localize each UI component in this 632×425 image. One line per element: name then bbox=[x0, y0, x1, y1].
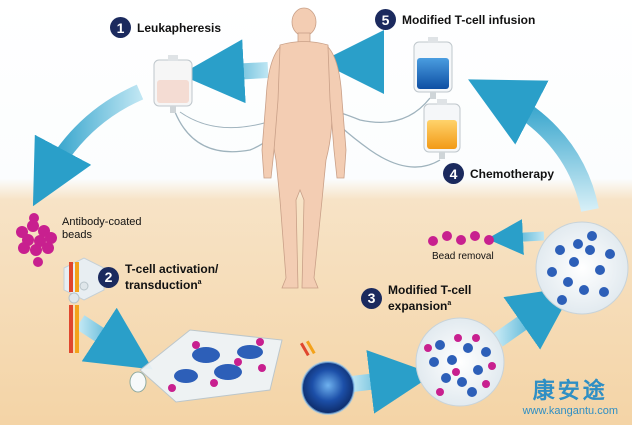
step-5-label: Modified T-cell infusion bbox=[402, 12, 536, 27]
human-figure bbox=[261, 7, 347, 289]
step-2-activation: 2 T-cell activation/ transductiona bbox=[98, 262, 218, 292]
step-3-footnote: a bbox=[447, 300, 452, 307]
step-3-label-line2: expansion bbox=[388, 299, 448, 313]
step-4-label: Chemotherapy bbox=[470, 166, 555, 181]
chemotherapy-bag bbox=[423, 99, 461, 159]
step-2-footnote: a bbox=[197, 279, 202, 286]
step-5-badge: 5 bbox=[375, 9, 396, 30]
step-2-label-line2: transduction bbox=[125, 278, 198, 292]
beads-label-line1: Antibody-coated bbox=[62, 216, 142, 228]
step-3-expansion: 3 Modified T-cell expansiona bbox=[361, 283, 471, 313]
antibody-coated-beads bbox=[16, 213, 57, 267]
step-2-badge: 2 bbox=[98, 266, 119, 288]
step-5-infusion: 5 Modified T-cell infusion bbox=[375, 9, 535, 30]
step-1-leukapheresis: 1 Leukapheresis bbox=[110, 17, 221, 38]
step-3-label-line1: Modified T-cell bbox=[388, 283, 472, 297]
watermark-url: www.kangantu.com bbox=[522, 405, 618, 417]
antibody-structure bbox=[63, 257, 105, 353]
arrow-bag-to-beads bbox=[32, 84, 144, 207]
removed-beads bbox=[428, 231, 494, 246]
step-4-badge: 4 bbox=[443, 163, 464, 184]
step-2-label: T-cell activation/ transductiona bbox=[125, 262, 218, 292]
step-2-label-line1: T-cell activation/ bbox=[125, 262, 219, 276]
arrow-bead-removal bbox=[487, 219, 545, 256]
beads-label-line2: beads bbox=[62, 229, 92, 241]
bead-removal-label: Bead removal bbox=[432, 251, 494, 262]
step-3-label: Modified T-cell expansiona bbox=[388, 283, 471, 313]
arrow-person-to-bag bbox=[180, 39, 269, 104]
culture-flask bbox=[129, 329, 283, 403]
step-1-label: Leukapheresis bbox=[137, 20, 222, 35]
beads-label: Antibody-coated beads bbox=[62, 216, 142, 242]
arrow-dish-to-dish bbox=[493, 286, 575, 350]
arrow-beads-to-flask bbox=[75, 307, 153, 370]
watermark: 康安途 www.kangantu.com bbox=[523, 373, 618, 417]
leukapheresis-bag bbox=[153, 55, 193, 113]
arrow-chemo-up bbox=[468, 79, 599, 212]
step-3-badge: 3 bbox=[361, 287, 382, 309]
bead-removal-dish bbox=[535, 221, 629, 315]
watermark-chinese: 康安途 bbox=[532, 379, 608, 404]
step-1-badge: 1 bbox=[110, 17, 131, 38]
step-4-chemotherapy: 4 Chemotherapy bbox=[443, 163, 554, 184]
arrow-cell-to-dish bbox=[351, 350, 434, 414]
infusion-bag bbox=[413, 37, 453, 99]
tubing bbox=[329, 97, 431, 123]
expansion-dish bbox=[415, 317, 505, 407]
activated-t-cell bbox=[300, 340, 355, 415]
